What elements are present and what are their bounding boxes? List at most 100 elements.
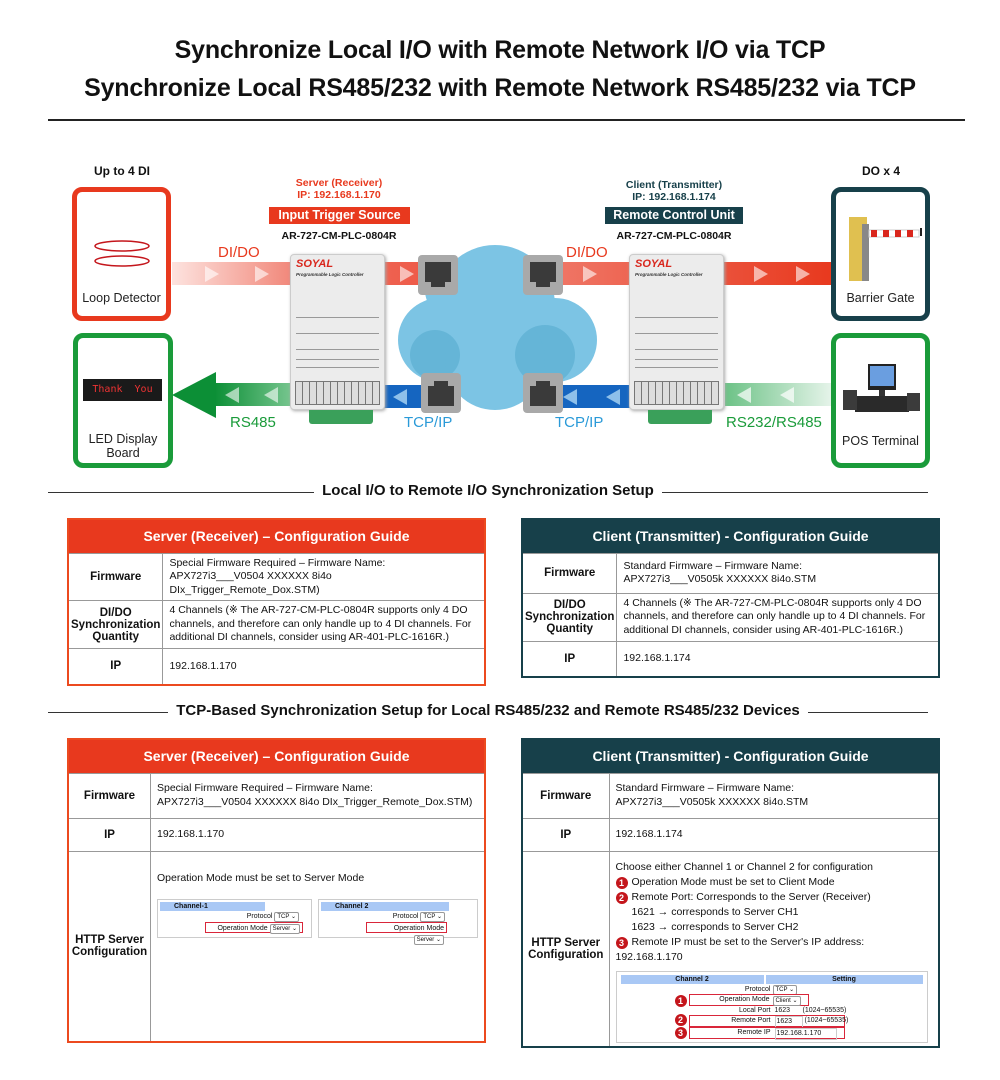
client-model-label: AR-727-CM-PLC-0804R — [616, 230, 732, 242]
row-label: Firmware — [67, 552, 164, 601]
row-label: IP — [67, 648, 164, 685]
row-label: DI/DO Synchronization Quantity — [521, 592, 618, 642]
rj45-port-icon — [523, 255, 563, 295]
row-label: Firmware — [521, 772, 610, 819]
step-badge: 3 — [615, 936, 628, 949]
operation-mode-select[interactable]: Server ⌄ — [413, 935, 444, 945]
arrow-right-icon — [583, 266, 597, 282]
protocol-label: Protocol — [744, 985, 771, 993]
rj45-port-icon — [421, 373, 461, 413]
barrier-gate-icon — [849, 217, 922, 281]
rs-band-right — [725, 383, 832, 406]
firmware-name: APX727i3___V0504 XXXXXX 8i4o DIx_Trigger… — [169, 570, 332, 596]
row-label: HTTP Server Configuration — [67, 850, 151, 1043]
setting-header: Setting — [765, 974, 923, 984]
qty-value: 4 Channels (※ The AR-727-CM-PLC-0804R su… — [162, 600, 486, 649]
device-brand-logo: SOYAL — [296, 258, 334, 270]
barrier-gate-label: Barrier Gate — [846, 291, 915, 305]
arrow-left-icon — [737, 387, 751, 403]
protocol-select[interactable]: TCP ⌄ — [274, 912, 299, 922]
arrow-right-icon — [255, 266, 269, 282]
local-port-range: (1024~65535) — [802, 1006, 847, 1014]
step-3: Remote IP must be set to the Server's IP… — [615, 935, 865, 963]
step-badge: 3 — [674, 1026, 687, 1039]
led-display-box: Thank You LED Display Board — [73, 333, 173, 468]
operation-mode-select[interactable]: Client ⌄ — [772, 995, 801, 1006]
channel-header: Channel 2 — [620, 974, 764, 984]
arrow-left-icon — [225, 387, 239, 403]
mode-label: Operation Mode — [217, 925, 268, 932]
server-role-label: Server (Receiver) — [295, 177, 383, 189]
client-intro: Choose either Channel 1 or Channel 2 for… — [615, 860, 873, 873]
barrier-gate-box: Barrier Gate — [831, 187, 930, 321]
protocol-select[interactable]: TCP ⌄ — [420, 912, 445, 922]
terminal-block — [648, 410, 712, 424]
arrow-left-icon — [563, 389, 577, 405]
arrow-left-icon — [606, 389, 620, 405]
step-2: Remote Port: Corresponds to the Server (… — [631, 890, 871, 903]
row-label: IP — [521, 640, 618, 678]
section-title-io: Local I/O to Remote I/O Synchronization … — [314, 482, 662, 499]
table-title: Server (Receiver) – Configuration Guide — [68, 519, 485, 553]
arrow-right-icon — [400, 266, 414, 282]
qty-value: 4 Channels (※ The AR-727-CM-PLC-0804R su… — [616, 592, 940, 642]
flow-label-tcp-right: TCP/IP — [555, 414, 604, 431]
arrow-left-icon — [780, 387, 794, 403]
flow-label-tcp-left: TCP/IP — [404, 414, 453, 431]
section-title-rs: TCP-Based Synchronization Setup for Loca… — [168, 702, 808, 719]
step-badge: 1 — [615, 876, 628, 889]
section-heading-rs: TCP-Based Synchronization Setup for Loca… — [48, 702, 928, 722]
client-plc-device: SOYAL Programmable Logic Controller — [629, 254, 724, 410]
remote-ip-input[interactable]: 192.168.1.170 — [774, 1027, 837, 1040]
rs-server-guide-table: Server (Receiver) – Configuration Guide … — [67, 738, 486, 1043]
client-channel-panel: Channel 2 Setting Protocol TCP ⌄ Operati… — [615, 970, 928, 1043]
row-label: Firmware — [67, 772, 151, 819]
arrow-left-icon — [393, 389, 407, 405]
table-title: Server (Receiver) – Configuration Guide — [68, 739, 485, 773]
loop-detector-box: Loop Detector — [72, 187, 171, 321]
loop-detector-label: Loop Detector — [82, 291, 161, 305]
remote-ip-label: Remote IP — [737, 1028, 771, 1036]
table-title: Client (Transmitter) - Configuration Gui… — [522, 519, 939, 553]
row-label: IP — [67, 817, 151, 852]
firmware-name: APX727i3___V0505k XXXXXX 8i4o.STM — [615, 795, 809, 808]
firmware-name: APX727i3___V0504 XXXXXX 8i4o DIx_Trigger… — [157, 795, 473, 808]
firmware-line: Special Firmware Required – Firmware Nam… — [169, 556, 386, 569]
server-ip-label: IP: 192.168.1.170 — [297, 189, 381, 201]
operation-mode-select[interactable]: Server ⌄ — [269, 924, 300, 934]
row-label: IP — [521, 817, 610, 852]
ip-value: 192.168.1.174 — [616, 640, 940, 678]
ip-value: 192.168.1.170 — [150, 817, 486, 852]
arrow-left-icon — [264, 387, 278, 403]
io-client-guide-table: Client (Transmitter) - Configuration Gui… — [521, 518, 940, 678]
remote-port-range: (1024~65535) — [804, 1016, 849, 1024]
firmware-name: APX727i3___V0505k XXXXXX 8i4o.STM — [623, 573, 817, 585]
up-to-4-di-label: Up to 4 DI — [94, 164, 150, 178]
step-badge: 2 — [615, 891, 628, 904]
pos-terminal-label: POS Terminal — [842, 434, 919, 448]
firmware-line: Standard Firmware – Firmware Name: — [615, 782, 795, 794]
section-heading-io: Local I/O to Remote I/O Synchronization … — [48, 482, 928, 502]
arrow-right-icon — [205, 266, 219, 282]
arrow-right-icon — [796, 266, 810, 282]
channel-header: Channel-1 — [160, 902, 265, 911]
client-ip-label: IP: 192.168.1.174 — [632, 191, 716, 203]
rs485-arrow-head — [172, 372, 216, 418]
channel-1-panel: Channel-1 Protocol TCP ⌄ Operation Mode … — [157, 899, 312, 938]
rj45-port-icon — [418, 255, 458, 295]
step-badge: 1 — [674, 994, 687, 1007]
led-screen: Thank You — [83, 379, 162, 401]
step-badge: 2 — [674, 1013, 687, 1026]
title-line-1: Synchronize Local I/O with Remote Networ… — [174, 36, 826, 64]
mode-label: Operation Mode — [393, 925, 444, 932]
flow-label-dido-left: DI/DO — [218, 244, 260, 261]
step-1: Operation Mode must be set to Client Mod… — [631, 875, 835, 888]
local-port-value: 1623 — [774, 1006, 791, 1014]
flow-label-rs485: RS485 — [230, 414, 276, 431]
remote-port-label: Remote Port — [731, 1016, 771, 1024]
pos-terminal-icon — [843, 364, 920, 412]
server-mode-note: Operation Mode must be set to Server Mod… — [157, 871, 365, 884]
title-divider — [48, 119, 965, 121]
row-label: Firmware — [521, 552, 618, 594]
pos-terminal-box: POS Terminal — [831, 333, 930, 468]
